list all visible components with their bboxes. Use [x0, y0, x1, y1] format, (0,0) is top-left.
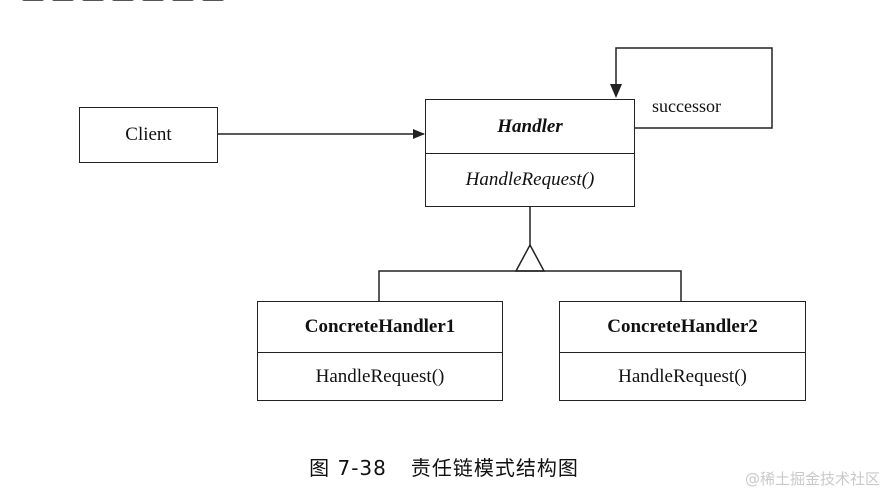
successor-arrowhead	[610, 84, 622, 98]
concrete-handler2-name: ConcreteHandler2	[607, 316, 758, 337]
handler-class-box: Handler HandleRequest()	[425, 99, 635, 207]
concrete-handler1-name: ConcreteHandler1	[304, 316, 456, 337]
inheritance-triangle	[514, 243, 546, 272]
client-label: Client	[125, 124, 172, 145]
successor-label: successor	[652, 96, 721, 116]
watermark: @稀土掘金技术社区	[744, 470, 880, 488]
concrete-handler1-method: HandleRequest()	[315, 365, 445, 387]
handler-class-name: Handler	[497, 116, 563, 137]
handler-method: HandleRequest()	[465, 169, 595, 190]
successor-loop	[615, 47, 773, 129]
cropped-top-text	[22, 0, 352, 4]
concrete-handler2-box: ConcreteHandler2 HandleRequest()	[559, 301, 806, 401]
figure-caption: 图 7-38 责任链模式结构图	[0, 452, 888, 481]
figure-title: 责任链模式结构图	[410, 456, 579, 480]
inheritance-branches	[378, 270, 682, 301]
concrete-handler2-method: HandleRequest()	[618, 365, 747, 387]
client-box: Client	[79, 107, 218, 163]
figure-number: 图 7-38	[309, 456, 387, 480]
concrete-handler1-box: ConcreteHandler1 HandleRequest()	[257, 301, 503, 401]
